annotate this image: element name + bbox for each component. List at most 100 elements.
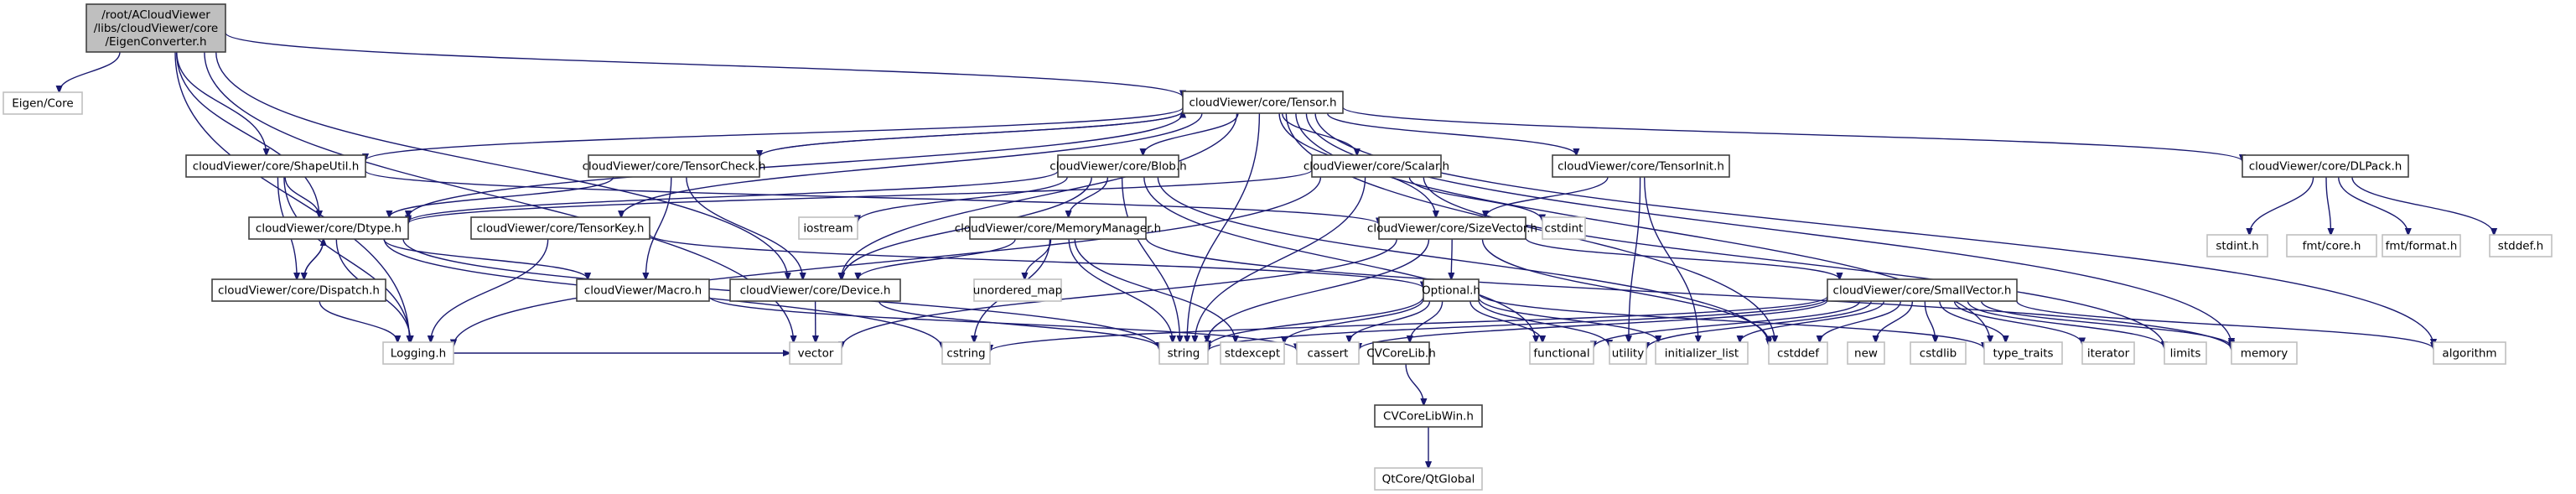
node-box[interactable] [588,154,760,178]
node-memorymanager[interactable]: cloudViewer/core/MemoryManager.h [955,216,1161,240]
edge-optional-to-initializer_list [1478,297,1658,342]
node-label: initializer_list [1665,347,1739,361]
edge-optional-to-type_traits [1478,293,1984,349]
edge-blob-to-memorymanager [1069,176,1109,217]
node-macro[interactable]: cloudViewer/Macro.h [576,278,710,302]
node-label: unordered_map [973,284,1062,298]
edge-sizevector-to-optional [1451,238,1452,279]
node-box [3,91,83,115]
node-box[interactable] [1378,216,1526,240]
edge-macro-to-cassert [708,295,1297,350]
node-stddef: stddef.h [2489,234,2553,257]
node-cvcorelibwin[interactable]: CVCoreLibWin.h [1374,404,1483,428]
edge-smallvector-to-new [1876,300,1914,342]
node-label: /EigenConverter.h [105,35,206,49]
node-box[interactable] [1311,154,1442,178]
node-cvcorelib[interactable]: CVCoreLib.h [1366,341,1436,365]
edge-tensor-to-scalar [1282,112,1357,155]
node-dtype[interactable]: cloudViewer/core/Dtype.h [248,216,409,240]
node-cassert: cassert [1296,341,1360,365]
node-label: cstddef [1777,347,1820,361]
node-box [941,341,991,365]
node-sizevector[interactable]: cloudViewer/core/SizeVector.h [1367,216,1537,240]
node-eigen_core: Eigen/Core [3,91,83,115]
node-box [1768,341,1828,365]
node-box[interactable] [969,216,1147,240]
node-algorithm: algorithm [2433,341,2506,365]
node-box[interactable] [2242,154,2409,178]
node-tensorcheck[interactable]: cloudViewer/core/TensorCheck.h [583,154,766,178]
node-limits: limits [2164,341,2207,365]
edge-tensor-to-string [1187,112,1261,342]
node-box [1374,467,1483,491]
node-box[interactable] [1057,154,1179,178]
nodes-layer: /root/ACloudViewer/libs/cloudViewer/core… [3,3,2553,491]
node-box[interactable] [248,216,409,240]
node-functional: functional [1529,341,1594,365]
node-box[interactable] [576,278,710,302]
node-box[interactable] [1374,404,1483,428]
node-label: iostream [803,222,853,236]
node-label: /libs/cloudViewer/core [94,22,218,35]
edge-shapeutil-to-sizevector [365,169,1379,225]
node-box[interactable] [1827,278,2018,302]
edge-optional-to-stdexcept [1284,299,1424,343]
node-box [1529,341,1594,365]
node-dispatch[interactable]: cloudViewer/core/Dispatch.h [211,278,386,302]
node-box[interactable] [86,3,226,53]
node-tensor[interactable]: cloudViewer/core/Tensor.h [1182,91,1344,114]
edge-dlpack-to-fmtformat [2338,176,2408,235]
node-tensorinit[interactable]: cloudViewer/core/TensorInit.h [1552,154,1730,178]
node-box[interactable] [1552,154,1730,178]
node-box[interactable] [1372,341,1430,365]
edge-root-to-shapeutil [176,51,267,155]
node-box[interactable] [211,278,386,302]
edge-blob-to-string [1121,176,1180,342]
node-box[interactable] [1182,91,1344,114]
node-scalar[interactable]: cloudViewer/core/Scalar.h [1304,154,1449,178]
node-box [1910,341,1967,365]
node-label: cstdint [1545,222,1583,236]
edge-device-to-string [879,300,1159,349]
node-box [2164,341,2207,365]
node-shapeutil[interactable]: cloudViewer/core/ShapeUtil.h [185,154,366,178]
node-dlpack[interactable]: cloudViewer/core/DLPack.h [2242,154,2409,178]
node-type_traits: type_traits [1983,341,2063,365]
edge-optional-to-string [1208,296,1424,347]
edge-root-to-eigen_core [60,51,121,92]
node-box[interactable] [1423,278,1480,302]
edge-memorymanager-to-memory [1145,237,2231,350]
node-label: type_traits [1993,347,2053,361]
node-new: new [1847,341,1885,365]
node-tensorkey[interactable]: cloudViewer/core/TensorKey.h [470,216,650,240]
node-smallvector[interactable]: cloudViewer/core/SmallVector.h [1827,278,2018,302]
node-fmtformat: fmt/format.h [2382,234,2461,257]
edge-root-to-dtype [175,51,319,217]
edge-tensorcheck-to-dtype [389,176,614,217]
node-blob[interactable]: cloudViewer/core/Blob.h [1050,154,1187,178]
node-label: CVCoreLib.h [1366,347,1436,361]
node-label: cloudViewer/core/SmallVector.h [1833,284,2012,298]
edge-dlpack-to-fmtcore [2325,176,2331,235]
edge-tensor-to-tensorkey [621,112,1203,217]
node-label: Logging.h [391,347,446,361]
edge-tensorinit-to-initializer_list [1644,176,1698,342]
node-label: cloudViewer/core/TensorKey.h [477,222,645,236]
node-box [789,341,842,365]
node-device[interactable]: cloudViewer/core/Device.h [729,278,901,302]
edge-blob-to-dtype [408,170,1059,222]
node-label: cloudViewer/core/Device.h [740,284,891,298]
node-box[interactable] [185,154,366,178]
edge-blob-to-iostream [858,176,1068,222]
edge-dtype-to-macro [383,238,588,279]
node-box[interactable] [470,216,650,240]
node-label: vector [798,347,834,361]
node-box [1655,341,1749,365]
edge-smallvector-to-cstddef [1820,300,1901,342]
node-string: string [1158,341,1209,365]
node-root[interactable]: /root/ACloudViewer/libs/cloudViewer/core… [86,3,226,53]
node-label: cloudViewer/Macro.h [584,284,702,298]
node-box[interactable] [729,278,901,302]
node-optional[interactable]: Optional.h [1422,278,1480,302]
node-label: iterator [2087,347,2130,361]
